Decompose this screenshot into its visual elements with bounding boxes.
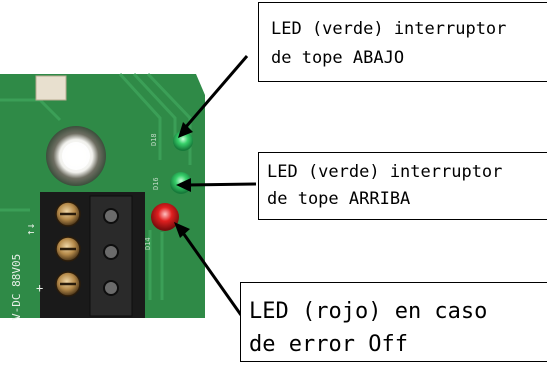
callout-led-green-down: LED (verde) interruptor de tope ABAJO — [258, 2, 547, 82]
led-red-error — [151, 203, 179, 231]
svg-text:D16: D16 — [152, 177, 160, 190]
arrow-led-green-up — [187, 184, 256, 185]
silkscreen-plus: + — [36, 281, 43, 295]
pcb-component — [36, 76, 66, 100]
terminal-hole — [104, 281, 118, 295]
svg-text:D18: D18 — [150, 133, 158, 146]
terminal-block — [40, 192, 145, 318]
svg-text:D14: D14 — [144, 237, 152, 250]
silkscreen-voltage: V-DC 88V05 — [10, 254, 23, 320]
callout-led-green-up: LED (verde) interruptor de tope ARRIBA — [258, 152, 547, 220]
terminal-hole — [104, 209, 118, 223]
terminal-hole — [104, 245, 118, 259]
callout-led-red-error: LED (rojo) en caso de error Off — [240, 282, 547, 362]
silkscreen-arrows: ↑↓ — [24, 223, 37, 236]
